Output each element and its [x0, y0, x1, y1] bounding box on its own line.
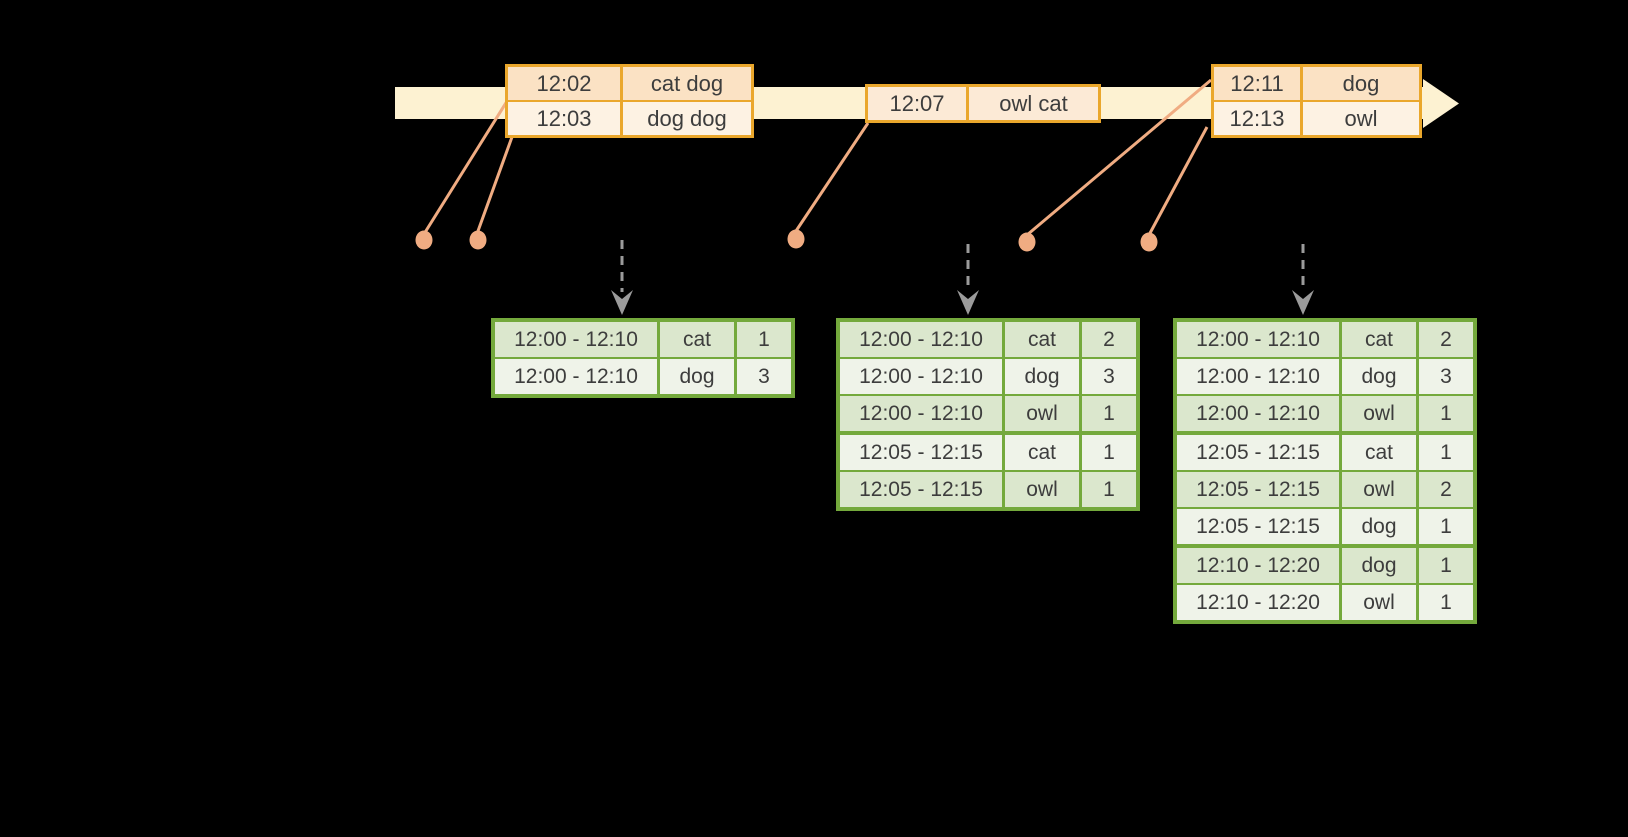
- table-cell: 12:05 - 12:15: [1173, 470, 1342, 509]
- table-cell: 2: [1416, 319, 1477, 359]
- table-cell: 12:00 - 12:10: [836, 357, 1005, 396]
- table-cell: dog dog: [620, 100, 754, 138]
- table-cell: 2: [1416, 470, 1477, 509]
- table-cell: cat: [1002, 319, 1082, 359]
- timeline-right-arrow-icon: [1423, 79, 1459, 128]
- table-cell: 12:00 - 12:10: [1173, 394, 1342, 434]
- connector-line: [476, 136, 514, 232]
- event-point-dot: [469, 230, 487, 250]
- table-cell: 1: [1079, 470, 1140, 510]
- table-cell: 12:00 - 12:10: [836, 319, 1005, 359]
- table-cell: dog: [1339, 544, 1419, 585]
- connector-line: [1147, 126, 1209, 236]
- connector-line: [1026, 78, 1212, 237]
- table-cell: owl cat: [966, 84, 1101, 123]
- table-cell: dog: [1339, 507, 1419, 547]
- table-cell: cat dog: [620, 64, 754, 102]
- table-cell: 12:05 - 12:15: [836, 470, 1005, 510]
- table-cell: cat: [1339, 319, 1419, 359]
- trigger-arrowheads: [611, 290, 1314, 315]
- table-cell: dog: [1002, 357, 1082, 396]
- down-arrow-icon: [957, 290, 979, 315]
- table-cell: 12:00 - 12:10: [836, 394, 1005, 434]
- down-arrow-icon: [1292, 290, 1314, 315]
- trigger-arrows: [620, 240, 1305, 292]
- table-cell: owl: [1339, 394, 1419, 434]
- table-cell: cat: [657, 319, 737, 359]
- event-point-dots: [415, 229, 1158, 252]
- table-cell: 1: [1416, 431, 1477, 472]
- table-cell: 12:02: [505, 64, 623, 102]
- table-cell: 12:13: [1211, 100, 1303, 138]
- table-cell: 1: [1416, 507, 1477, 547]
- table-cell: 12:05 - 12:15: [1173, 507, 1342, 547]
- table-cell: 12:07: [865, 84, 969, 123]
- event-point-dot: [787, 229, 805, 249]
- table-cell: cat: [1002, 431, 1082, 472]
- table-cell: 3: [1416, 357, 1477, 396]
- event-point-dot: [1140, 232, 1158, 252]
- connector-line: [422, 89, 516, 235]
- table-cell: owl: [1339, 583, 1419, 623]
- connector-line: [794, 122, 870, 232]
- table-cell: 3: [1079, 357, 1140, 396]
- table-cell: 12:05 - 12:15: [836, 431, 1005, 472]
- table-cell: 1: [1079, 431, 1140, 472]
- table-cell: 1: [1416, 544, 1477, 585]
- event-point-dot: [1018, 232, 1036, 252]
- table-cell: owl: [1002, 470, 1082, 510]
- table-cell: dog: [657, 357, 737, 397]
- table-cell: 1: [1079, 394, 1140, 434]
- table-cell: 1: [734, 319, 795, 359]
- table-cell: 1: [1416, 583, 1477, 623]
- table-cell: owl: [1002, 394, 1082, 434]
- table-cell: 12:10 - 12:20: [1173, 583, 1342, 623]
- table-cell: 12:05 - 12:15: [1173, 431, 1342, 472]
- event-point-dot: [415, 230, 433, 250]
- table-cell: 2: [1079, 319, 1140, 359]
- down-arrow-icon: [611, 290, 633, 315]
- table-cell: 12:03: [505, 100, 623, 138]
- table-cell: 12:00 - 12:10: [1173, 319, 1342, 359]
- table-cell: 1: [1416, 394, 1477, 434]
- table-cell: 12:00 - 12:10: [1173, 357, 1342, 396]
- table-cell: 12:00 - 12:10: [491, 319, 660, 359]
- table-cell: dog: [1300, 64, 1422, 102]
- table-cell: 12:11: [1211, 64, 1303, 102]
- table-cell: 12:00 - 12:10: [491, 357, 660, 397]
- table-cell: owl: [1300, 100, 1422, 138]
- table-cell: 3: [734, 357, 795, 397]
- table-cell: owl: [1339, 470, 1419, 509]
- table-cell: dog: [1339, 357, 1419, 396]
- connector-lines: [422, 78, 1212, 237]
- table-cell: 12:10 - 12:20: [1173, 544, 1342, 585]
- table-cell: cat: [1339, 431, 1419, 472]
